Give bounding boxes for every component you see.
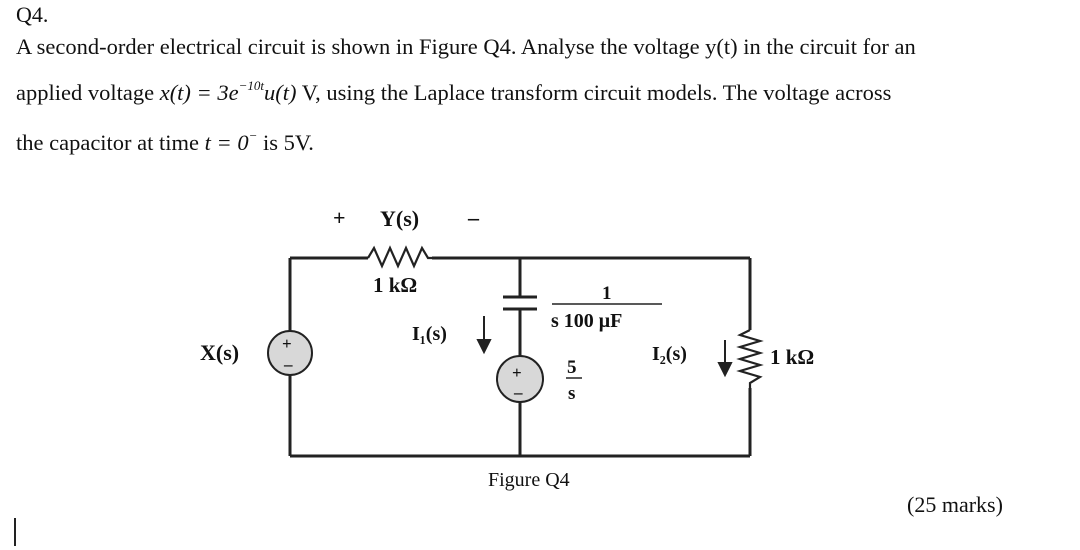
init-denominator: s [568, 383, 575, 404]
question-line-1: A second-order electrical circuit is sho… [16, 34, 916, 59]
output-minus: – [467, 205, 480, 230]
source-initial [496, 355, 544, 403]
resistor-top [367, 245, 432, 269]
resistor-right [736, 329, 764, 388]
source-label: X(s) [200, 340, 239, 365]
input-voltage-expr: x(t) = 3e [159, 80, 239, 105]
source-initial-minus: – [513, 383, 523, 402]
time-sup: − [248, 128, 258, 143]
line3-text-b: is 5V. [257, 130, 314, 155]
question-line-2: applied voltage x(t) = 3e−10tu(t) V, usi… [16, 78, 892, 106]
line2-text-b: V, using the Laplace transform circuit m… [296, 80, 892, 105]
cap-denominator: s 100 μF [551, 310, 622, 332]
current-arrow-i2 [717, 340, 733, 378]
question-number: Q4. [16, 2, 49, 27]
current-arrow-i1 [476, 316, 492, 355]
text-cursor [14, 518, 16, 546]
exponent: −10t [238, 78, 264, 93]
output-label: Y(s) [380, 206, 419, 231]
line3-text-a: the capacitor at time [16, 130, 205, 155]
question-line-3: the capacitor at time t = 0− is 5V. [16, 128, 314, 156]
resistor-top-label: 1 kΩ [373, 273, 417, 297]
source-x-minus: – [283, 355, 293, 374]
source-x-plus: + [282, 334, 292, 353]
figure-caption: Figure Q4 [488, 469, 570, 491]
current-i1-label: I₁(s) [412, 323, 447, 345]
source-initial-plus: + [512, 363, 522, 382]
init-numerator: 5 [567, 357, 577, 378]
output-plus: + [333, 205, 346, 230]
time-expr: t = 0 [204, 130, 249, 155]
line2-text-a: applied voltage [16, 80, 160, 105]
cap-numerator: 1 [602, 283, 612, 304]
resistor-right-label: 1 kΩ [770, 345, 814, 369]
marks-label: (25 marks) [907, 492, 1003, 517]
source-x [267, 330, 313, 376]
unit-step: u(t) [264, 80, 297, 105]
current-i2-label: I₂(s) [652, 343, 687, 365]
